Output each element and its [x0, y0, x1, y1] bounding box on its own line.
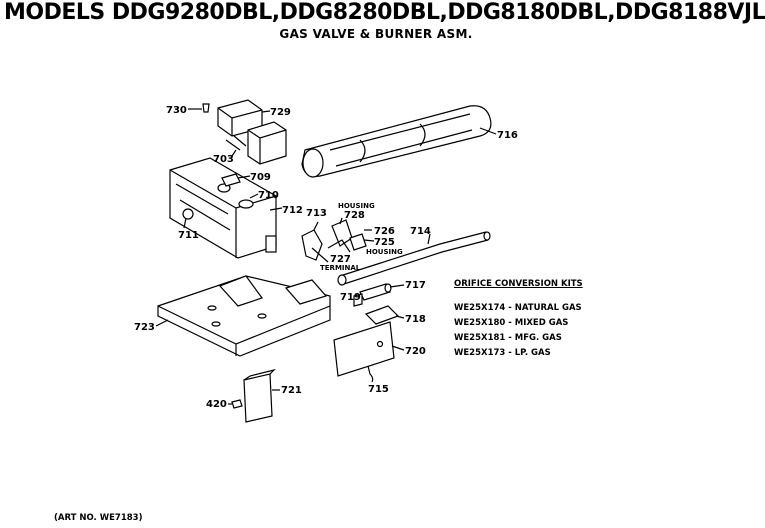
art-number: (ART NO. WE7183): [54, 513, 143, 523]
part-label-711: 711: [178, 230, 199, 241]
gas-supply-tube-714: [337, 231, 491, 286]
bracket-721: [243, 368, 276, 423]
part-label-714: 714: [410, 226, 431, 237]
kit-item: WE25X173 - LP. GAS: [454, 348, 551, 358]
kit-item: WE25X180 - MIXED GAS: [454, 318, 569, 328]
part-label-710: 710: [258, 190, 279, 201]
orifice-717: [359, 283, 392, 301]
terminal-label: TERMINAL: [320, 264, 361, 272]
part-label-712: 712: [282, 205, 303, 216]
burner-tube-716: [301, 105, 492, 178]
kits-title: ORIFICE CONVERSION KITS: [454, 279, 583, 289]
part-label-709: 709: [250, 172, 271, 183]
kit-item: WE25X174 - NATURAL GAS: [454, 303, 582, 313]
part-label-727: 727: [330, 254, 351, 265]
part-label-713: 713: [306, 208, 327, 219]
housing-label-top: HOUSING: [338, 202, 375, 210]
igniter-assembly: [301, 219, 367, 263]
part-label-718: 718: [405, 314, 426, 325]
kit-item: WE25X181 - MFG. GAS: [454, 333, 562, 343]
part-label-717: 717: [405, 280, 426, 291]
part-label-719: 719: [340, 292, 361, 303]
assembly-subtitle: GAS VALVE & BURNER ASM.: [279, 27, 473, 41]
part-label-420: 420: [206, 399, 227, 410]
part-label-730: 730: [166, 105, 187, 116]
part-label-703: 703: [213, 154, 234, 165]
part-label-725: 725: [374, 237, 395, 248]
part-label-726: 726: [374, 226, 395, 237]
part-label-729: 729: [270, 107, 291, 118]
models-title: MODELS DDG9280DBL,DDG8280DBL,DDG8180DBL,…: [4, 0, 765, 25]
part-label-721: 721: [281, 385, 302, 396]
part-label-715: 715: [368, 384, 389, 395]
part-label-723: 723: [134, 322, 155, 333]
part-label-720: 720: [405, 346, 426, 357]
gas-valve-body-712: [169, 157, 277, 259]
housing-label-bottom: HOUSING: [366, 248, 403, 256]
solenoid-coils-729: [217, 99, 287, 165]
manifold-bracket-723: [157, 275, 331, 357]
part-label-716: 716: [497, 130, 518, 141]
part-label-728: 728: [344, 210, 365, 221]
orifice-conversion-kits: ORIFICE CONVERSION KITS WE25X174 - NATUR…: [454, 279, 583, 363]
